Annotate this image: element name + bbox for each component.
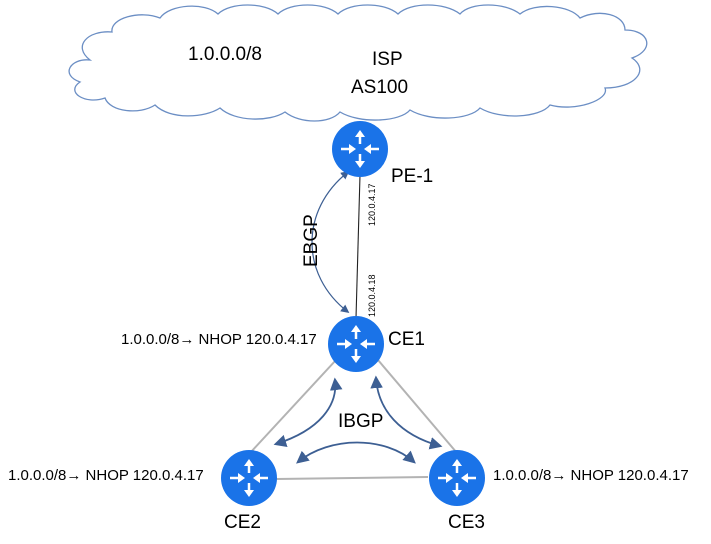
isp-cloud [68,4,648,122]
router-ce2[interactable] [221,450,277,506]
ibgp-arrow-ce1-ce2 [273,377,343,447]
router-pe1[interactable] [332,121,388,177]
router-arrows-icon [341,130,379,168]
as-label: AS100 [351,77,409,98]
ibgp-label: IBGP [338,411,384,432]
router-arrows-icon [438,459,476,497]
ebgp-arrow [311,170,350,314]
router-ce1[interactable] [328,316,384,372]
ce2-route-label: 1.0.0.0/8→ NHOP 120.0.4.17 [8,467,204,484]
ce1-label: CE1 [388,329,425,350]
pe1-ip-label: 120.0.4.17 [367,183,377,226]
router-arrows-icon [337,325,375,363]
isp-label: ISP [372,49,403,70]
ce1-ip-label: 120.0.4.18 [367,274,377,317]
ce3-label: CE3 [448,512,485,533]
ce2-label: CE2 [224,512,261,533]
link-pe1-ce1 [355,174,361,319]
link-ce1-ce2 [249,359,337,454]
pe1-label: PE-1 [391,166,434,187]
ibgp-arrow-ce2-ce3 [296,441,416,464]
ce3-route-label: 1.0.0.0/8→ NHOP 120.0.4.17 [493,467,689,484]
ebgp-label: EBGP [301,214,322,267]
ce1-route-label: 1.0.0.0/8→ NHOP 120.0.4.17 [121,331,317,348]
router-ce3[interactable] [429,450,485,506]
router-arrows-icon [230,459,268,497]
link-ce1-ce3 [377,359,458,454]
ibgp-arrow-ce1-ce3 [370,375,443,450]
cloud-prefix-label: 1.0.0.0/8 [188,44,262,65]
link-ce2-ce3 [275,476,429,480]
